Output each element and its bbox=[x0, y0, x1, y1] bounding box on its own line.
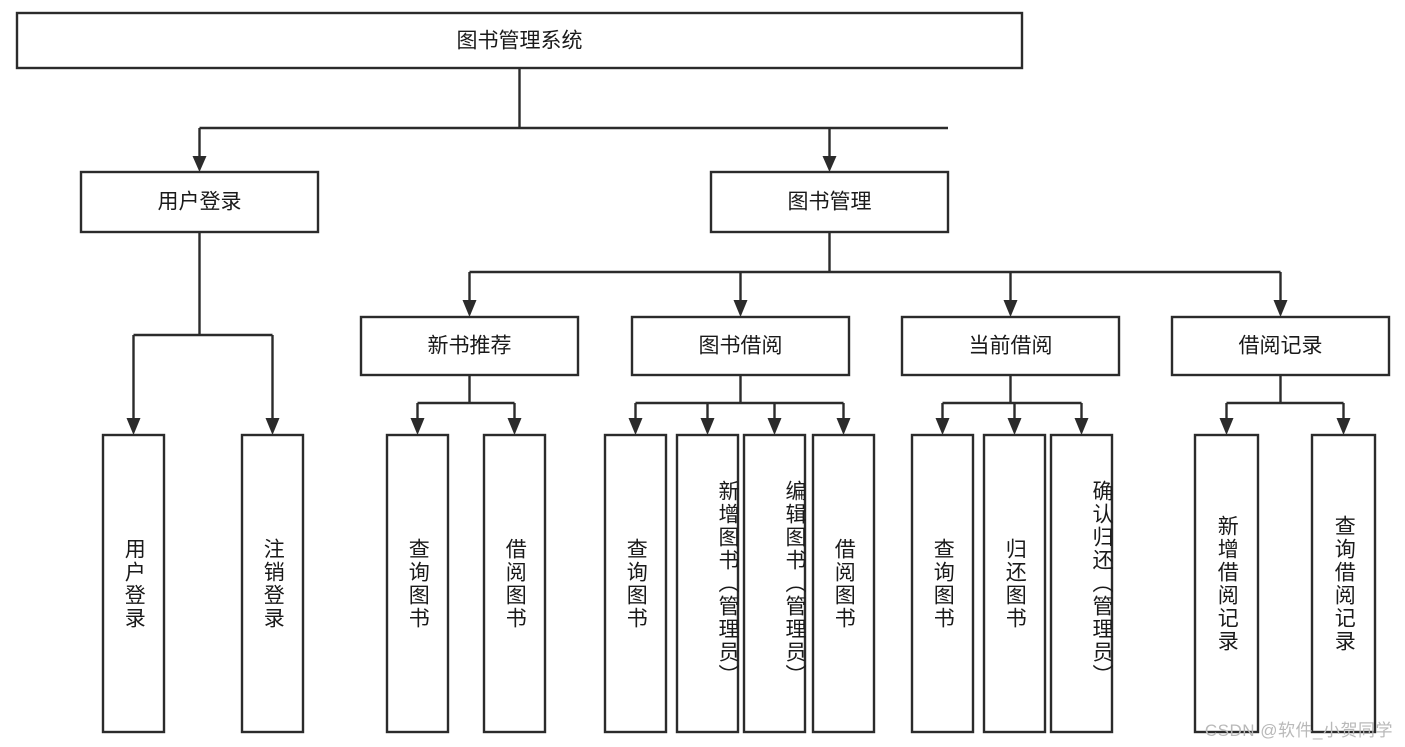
node-new-book-recommend[interactable]: 新书推荐 bbox=[359, 315, 580, 377]
node-borrow-record-box[interactable] bbox=[1170, 315, 1391, 377]
node-book-manage[interactable]: 图书管理 bbox=[709, 170, 950, 234]
arrow-current-borrow-to-leaf-3 bbox=[1074, 418, 1089, 435]
node-layer: 图书管理系统 用户登录 图书管理 新书推荐 图书借阅 当前 bbox=[15, 11, 1391, 734]
arrow-new-book-to-leaf-1 bbox=[410, 418, 425, 435]
node-leaf-add-book-box[interactable] bbox=[675, 433, 740, 734]
node-leaf-query-borrow-record-box[interactable] bbox=[1310, 433, 1377, 734]
node-leaf-query-book-3-box[interactable] bbox=[910, 433, 975, 734]
node-book-manage-box[interactable] bbox=[709, 170, 950, 234]
node-borrow-record-label: 借阅记录 bbox=[1239, 335, 1323, 358]
node-leaf-confirm-return-box[interactable] bbox=[1049, 433, 1114, 734]
arrow-current-borrow-to-leaf-1 bbox=[935, 418, 950, 435]
node-user-login[interactable]: 用户登录 bbox=[79, 170, 320, 234]
arrow-book-manage-to-new-book bbox=[462, 300, 477, 317]
node-leaf-borrow-book-2-box[interactable] bbox=[811, 433, 876, 734]
node-leaf-query-book-2-box[interactable] bbox=[603, 433, 668, 734]
node-root-label: 图书管理系统 bbox=[457, 30, 583, 53]
node-user-login-box[interactable] bbox=[79, 170, 320, 234]
node-current-borrow-box[interactable] bbox=[900, 315, 1121, 377]
arrow-user-login-to-leaf-1 bbox=[126, 418, 141, 435]
node-book-borrow[interactable]: 图书借阅 bbox=[630, 315, 851, 377]
arrow-root-to-user-login bbox=[192, 156, 207, 172]
csdn-watermark: CSDN @软件_小贺同学 bbox=[1204, 721, 1393, 740]
arrow-root-to-book-manage bbox=[822, 156, 837, 172]
node-leaf-edit-book-box[interactable] bbox=[742, 433, 807, 734]
arrow-borrow-record-to-leaf-1 bbox=[1219, 418, 1234, 435]
arrow-book-manage-to-book-borrow bbox=[733, 300, 748, 317]
node-book-borrow-label: 图书借阅 bbox=[699, 335, 783, 358]
arrow-user-login-to-leaf-2 bbox=[265, 418, 280, 435]
node-leaf-user-login-box[interactable] bbox=[101, 433, 166, 734]
node-leaf-query-book-1-box[interactable] bbox=[385, 433, 450, 734]
node-user-login-label: 用户登录 bbox=[158, 191, 242, 214]
node-current-borrow[interactable]: 当前借阅 bbox=[900, 315, 1121, 377]
node-book-manage-label: 图书管理 bbox=[788, 191, 872, 214]
arrow-new-book-to-leaf-2 bbox=[507, 418, 522, 435]
node-current-borrow-label: 当前借阅 bbox=[969, 335, 1053, 358]
node-book-borrow-box[interactable] bbox=[630, 315, 851, 377]
arrow-book-manage-to-current-borrow bbox=[1003, 300, 1018, 317]
node-new-book-recommend-label: 新书推荐 bbox=[428, 335, 512, 358]
node-root[interactable]: 图书管理系统 bbox=[15, 11, 1024, 70]
arrow-borrow-record-to-leaf-2 bbox=[1336, 418, 1351, 435]
arrow-book-borrow-to-leaf-4 bbox=[836, 418, 851, 435]
node-leaf-return-book-box[interactable] bbox=[982, 433, 1047, 734]
node-new-book-recommend-box[interactable] bbox=[359, 315, 580, 377]
arrow-book-borrow-to-leaf-3 bbox=[767, 418, 782, 435]
arrow-current-borrow-to-leaf-2 bbox=[1007, 418, 1022, 435]
node-leaf-borrow-book-1-box[interactable] bbox=[482, 433, 547, 734]
node-leaf-add-borrow-record-box[interactable] bbox=[1193, 433, 1260, 734]
node-root-box[interactable] bbox=[15, 11, 1024, 70]
arrow-book-borrow-to-leaf-2 bbox=[700, 418, 715, 435]
connector-layer bbox=[126, 68, 1351, 435]
arrow-book-borrow-to-leaf-1 bbox=[628, 418, 643, 435]
node-leaf-user-logout-box[interactable] bbox=[240, 433, 305, 734]
node-borrow-record[interactable]: 借阅记录 bbox=[1170, 315, 1391, 377]
arrow-book-manage-to-borrow-record bbox=[1273, 300, 1288, 317]
